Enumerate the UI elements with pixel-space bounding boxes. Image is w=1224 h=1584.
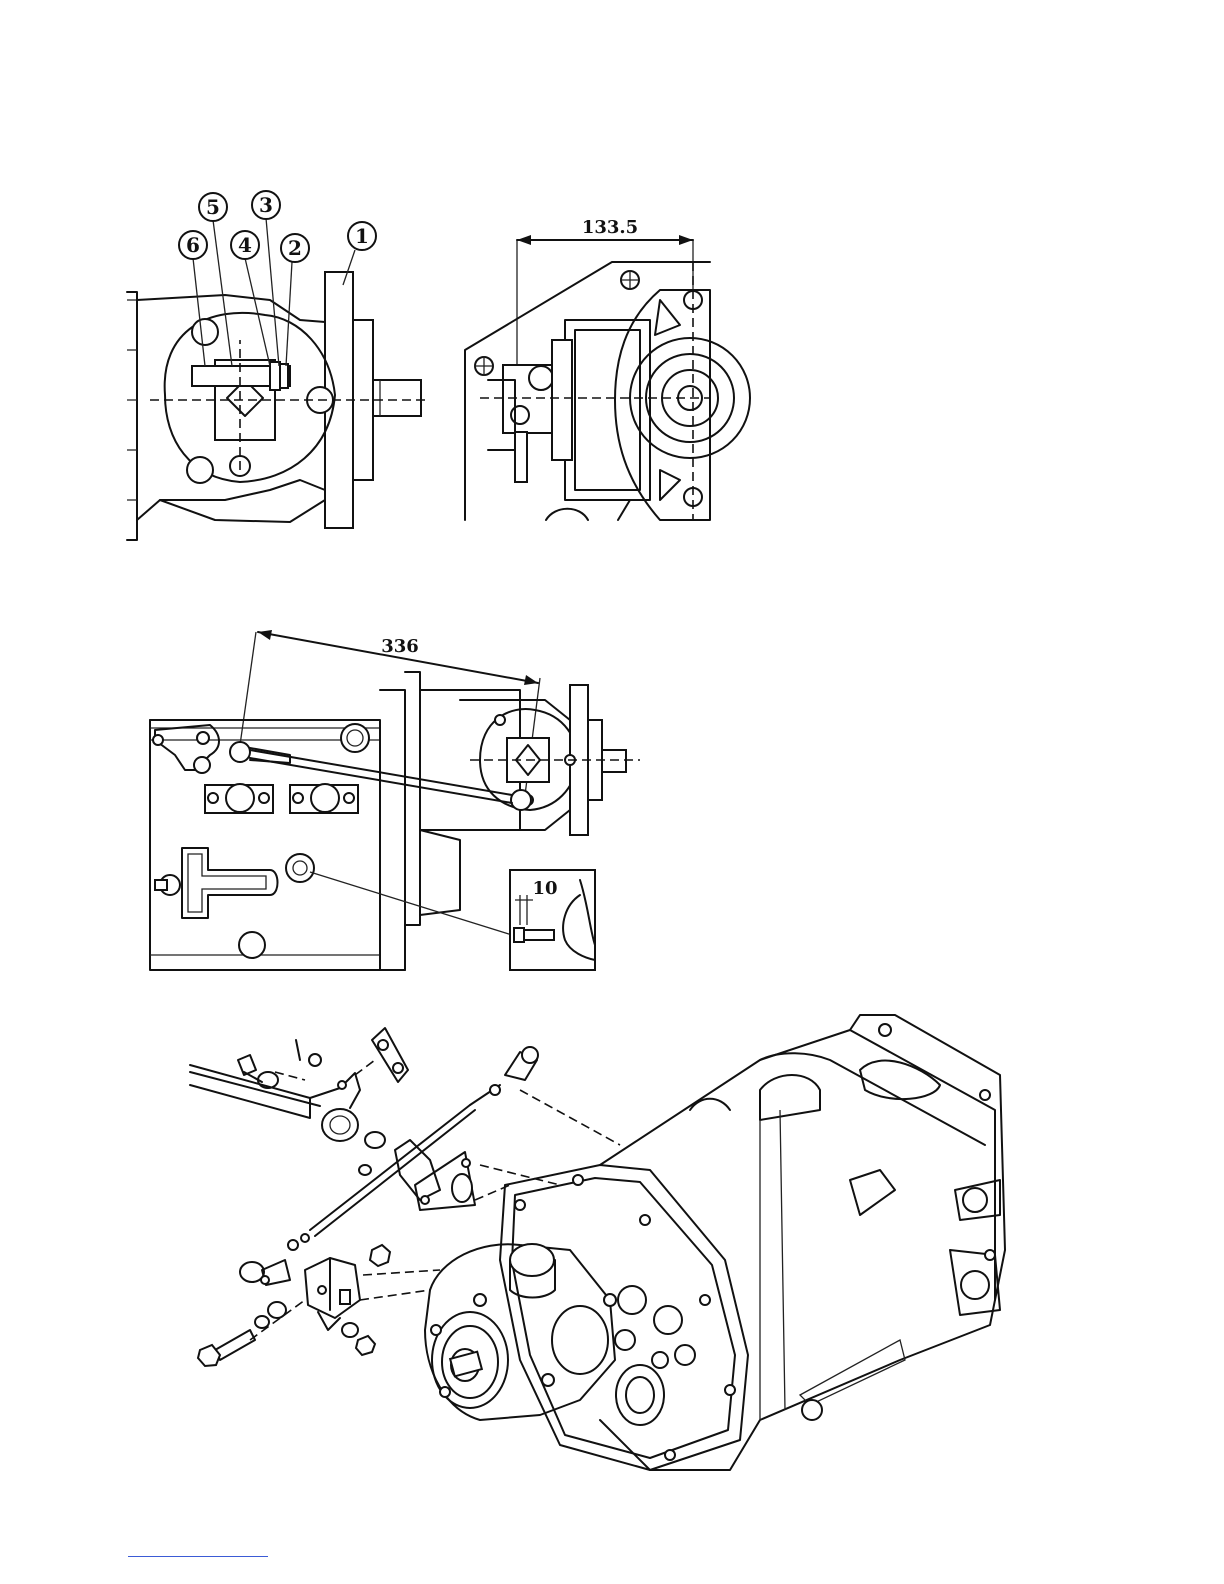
dimension-10: 10 (532, 878, 557, 899)
figure2-top-view: 336 (150, 630, 640, 970)
figure1-left-view (127, 218, 430, 540)
callout-2-label: 2 (288, 236, 302, 260)
dimension-336: 336 (381, 636, 419, 657)
figure1-right-view: 133.5 (465, 217, 750, 520)
callout-6-label: 6 (186, 233, 200, 257)
footer-rule (128, 1556, 268, 1557)
callout-5-label: 5 (206, 195, 220, 219)
callout-1-label: 1 (355, 224, 369, 248)
callout-3-label: 3 (259, 193, 273, 217)
callout-4-label: 4 (238, 233, 252, 257)
dimension-133-5: 133.5 (582, 217, 638, 238)
figure1-callouts: 1 2 3 4 5 6 (179, 191, 376, 262)
figure3-exploded-view (190, 1015, 1005, 1470)
